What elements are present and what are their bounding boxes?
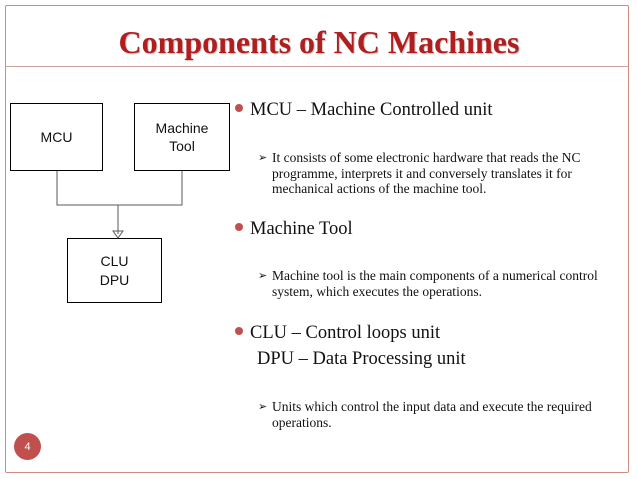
machine-tool-connector	[118, 171, 183, 206]
sub-bullet-mcu: ➢ It consists of some electronic hardwar…	[258, 150, 618, 197]
bullet-dpu: DPU – Data Processing unit	[257, 349, 466, 370]
bullet-machine-tool-text: Machine Tool	[250, 219, 353, 239]
flow-arrow-head	[112, 230, 124, 239]
sub-bullet-machine-tool: ➢ Machine tool is the main components of…	[258, 268, 618, 299]
sub-bullet-machine-tool-text: Machine tool is the main components of a…	[272, 268, 598, 299]
arrow-bullet-icon: ➢	[258, 400, 268, 413]
clu-dpu-box: CLU DPU	[67, 238, 162, 303]
machine-tool-box: Machine Tool	[134, 103, 230, 171]
page-number-badge: 4	[14, 433, 41, 460]
page-number: 4	[24, 440, 31, 453]
mcu-connector	[56, 171, 118, 206]
title-divider	[5, 66, 629, 67]
bullet-clu: CLU – Control loops unit	[235, 323, 440, 344]
mcu-box: MCU	[10, 103, 103, 171]
arrow-bullet-icon: ➢	[258, 269, 268, 282]
clu-dpu-box-label: CLU DPU	[99, 253, 130, 288]
bullet-mcu: MCU – Machine Controlled unit	[235, 100, 493, 121]
bullet-mcu-text: MCU – Machine Controlled unit	[250, 100, 493, 120]
machine-tool-box-label: Machine Tool	[155, 119, 209, 154]
bullet-dpu-text: DPU – Data Processing unit	[257, 349, 466, 369]
bullet-dot	[235, 104, 243, 112]
bullet-machine-tool: Machine Tool	[235, 219, 353, 240]
bullet-clu-text: CLU – Control loops unit	[250, 323, 441, 343]
bullet-dot	[235, 327, 243, 335]
bullet-dot	[235, 223, 243, 231]
arrow-bullet-icon: ➢	[258, 151, 268, 164]
mcu-box-label: MCU	[40, 128, 73, 145]
sub-bullet-clu-dpu: ➢ Units which control the input data and…	[258, 399, 618, 430]
sub-bullet-mcu-text: It consists of some electronic hardware …	[272, 150, 581, 196]
sub-bullet-clu-dpu-text: Units which control the input data and e…	[272, 399, 592, 430]
slide-title: Components of NC Machines	[118, 24, 520, 60]
slide-frame	[5, 5, 629, 473]
